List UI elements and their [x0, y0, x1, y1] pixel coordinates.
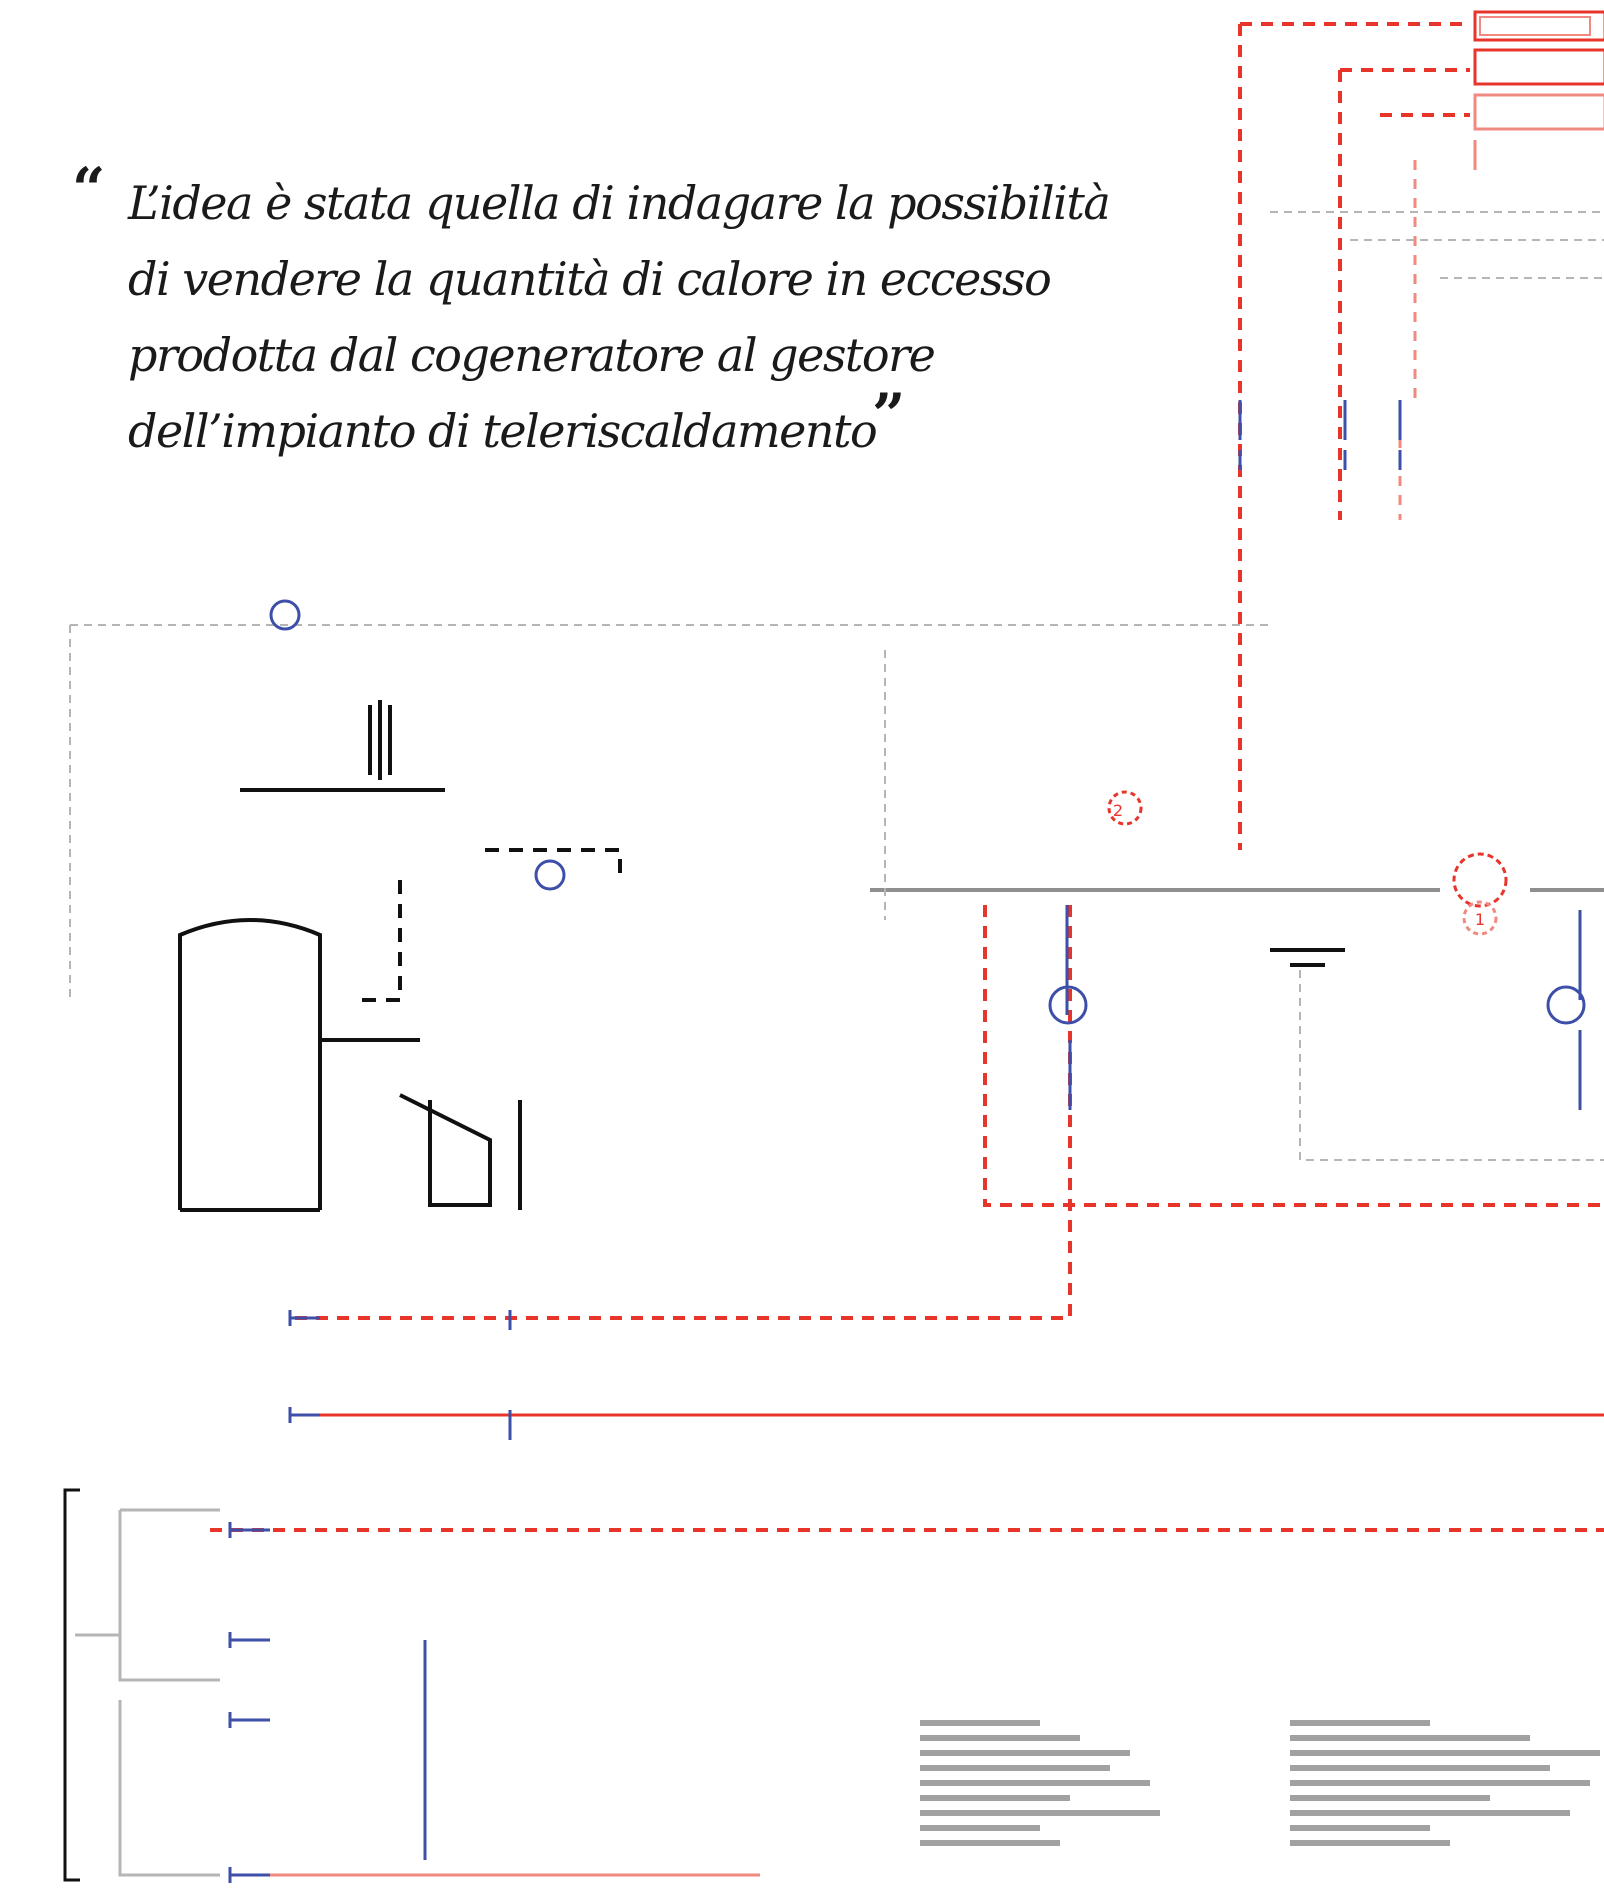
marker-label-2: 2	[1113, 801, 1123, 820]
storage-tank	[178, 918, 522, 1212]
illegible-label-blocks	[920, 1720, 1600, 1846]
open-quote-mark: “	[72, 155, 106, 223]
left-bracket	[63, 1488, 80, 1882]
quote-line-4: dell’impianto di teleriscaldamento	[128, 404, 878, 458]
dashed-control-lines	[360, 848, 622, 1002]
close-quote-mark: ”	[872, 381, 906, 449]
auxiliary-lines	[69, 211, 1604, 1161]
legend-boxes	[1473, 10, 1604, 170]
quote-line-1: L’idea è stata quella di indagare la pos…	[128, 176, 1111, 230]
quote-line-2: di vendere la quantità di calore in ecce…	[128, 252, 1052, 306]
heat-network-lines	[210, 22, 1604, 1532]
gray-branches	[75, 1508, 220, 1877]
pipe-connectors	[228, 1310, 320, 1883]
quote-line-3: prodotta dal cogeneratore al gestore	[128, 328, 936, 382]
component-chains	[423, 400, 1582, 1860]
return-lines	[1398, 160, 1417, 520]
ground-line	[240, 700, 445, 792]
gas-collector	[1270, 948, 1345, 967]
pump-symbols	[269, 599, 1586, 1025]
heat-exchanger-symbols	[1107, 790, 1508, 936]
marker-label-1: 1	[1475, 910, 1485, 929]
